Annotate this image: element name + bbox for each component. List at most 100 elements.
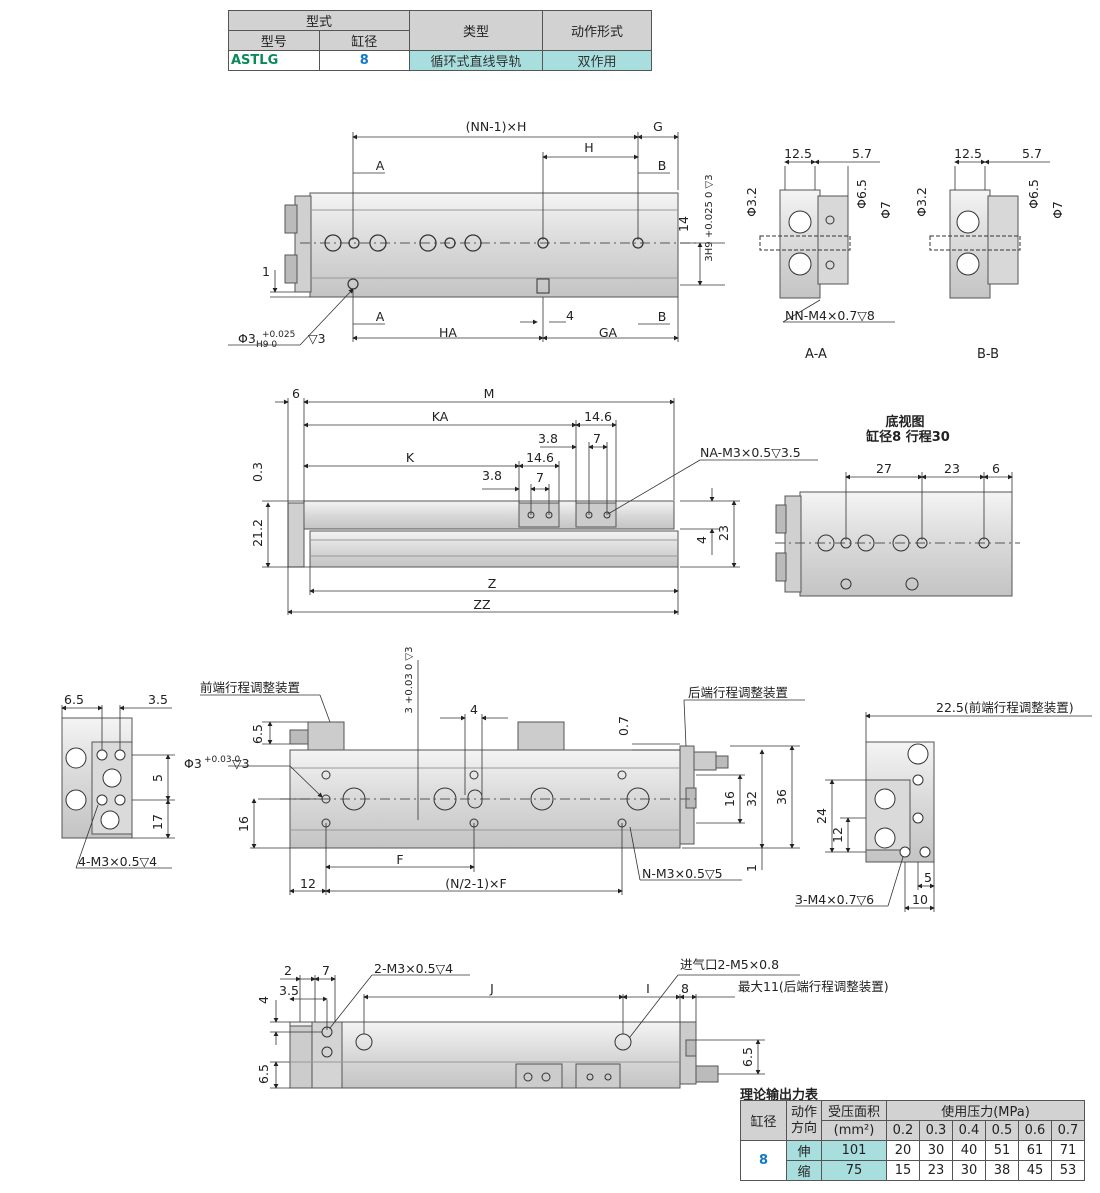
pressure-0-7: 0.7 [1051, 1120, 1085, 1141]
dim-3-5-left: 3.5 [148, 692, 168, 707]
note-4-m3: 4-M3×0.5▽4 [78, 854, 157, 869]
dim-12-right: 12 [830, 827, 845, 843]
section-mark-a-bottom: A [376, 309, 385, 324]
output-force-table: 缸径 动作方向 受压面积 使用压力(MPa) (mm²) 0.2 0.3 0.4… [740, 1100, 1085, 1181]
out-header-area: 受压面积 [821, 1100, 887, 1121]
spec-type: 循环式直线导轨 [409, 50, 543, 71]
dim-6-bottom: 6 [992, 461, 1000, 476]
dim-23-bottom: 23 [944, 461, 960, 476]
dim-7-upper: 7 [593, 431, 601, 446]
port-hole [324, 234, 342, 252]
dim-23-side: 23 [716, 525, 731, 541]
force-value: 30 [952, 1160, 986, 1181]
dim-phi7-a: Φ7 [878, 201, 893, 219]
section-mark-b-bottom: B [658, 309, 667, 324]
dim-14: 14 [676, 216, 691, 232]
section-mark-a: A [376, 158, 385, 173]
dim-i: I [646, 981, 650, 996]
dim-vertical-3: 3 +0.03 0 ▽3 [404, 647, 415, 714]
section-a-a: 12.5 5.7 Φ3.2 Φ6.5 Φ7 NN-M4×0.7▽8 A-A [744, 146, 895, 362]
bottom-view-subtitle: 缸径8 行程30 [865, 429, 950, 445]
note-n-m3: N-M3×0.5▽5 [642, 866, 723, 881]
dir-retract: 缩 [786, 1160, 822, 1181]
note-max11: 最大11(后端行程调整装置) [738, 979, 889, 994]
dim-3-5-lower: 3.5 [279, 983, 299, 998]
table-row: 缩 75 15 23 30 38 45 53 [741, 1160, 1085, 1181]
force-value: 71 [1051, 1140, 1085, 1161]
out-header-dir: 动作方向 [786, 1100, 822, 1141]
port-hole [369, 234, 387, 252]
dim-phi3-2-b: Φ3.2 [914, 187, 929, 217]
dir-extend: 伸 [786, 1140, 822, 1161]
top-view-body [309, 192, 679, 298]
note-2-m3: 2-M3×0.5▽4 [374, 961, 453, 976]
force-value: 23 [919, 1160, 953, 1181]
spec-action: 双作用 [542, 50, 652, 71]
force-value: 61 [1018, 1140, 1052, 1161]
dim-3-8-upper: 3.8 [538, 431, 558, 446]
dim-6-5-lower-left: 6.5 [256, 1064, 271, 1084]
spec-table: 型式 类型 动作形式 型号 缸径 ASTLG 8 循环式直线导轨 双作用 [228, 10, 652, 71]
top-view: (NN-1)×H G H A B A B HA GA 4 1 Φ3 +0.025… [228, 119, 725, 350]
label-rear-adjuster: 后端行程调整装置 [688, 685, 788, 700]
dim-10: 10 [912, 892, 928, 907]
dim-21-2: 21.2 [250, 519, 265, 547]
dim-phi7-b: Φ7 [1050, 201, 1065, 219]
port-hole [464, 234, 482, 252]
spec-header-action: 动作形式 [542, 10, 652, 51]
dim-4-side: 4 [694, 536, 709, 544]
dim-14-6-upper: 14.6 [584, 409, 612, 424]
section-mark-b: B [658, 158, 667, 173]
label-front-adjuster: 前端行程调整装置 [200, 680, 300, 695]
dim-phi3-depth: ▽3 [308, 331, 326, 346]
spec-header-bore: 缸径 [318, 30, 410, 51]
front-view: 前端行程调整装置 后端行程调整装置 Φ3 +0.03 0 ▽3 3 +0.03 … [184, 647, 805, 895]
mount-hole [348, 237, 360, 249]
out-header-area-unit: (mm²) [821, 1120, 887, 1141]
dim-22-5: 22.5(前端行程调整装置) [936, 700, 1074, 715]
spec-header-model: 型号 [228, 30, 320, 51]
bottom-view: 底视图 缸径8 行程30 27 23 6 [775, 414, 1020, 597]
dim-12-5-b: 12.5 [954, 146, 982, 161]
end-view-right: 22.5(前端行程调整装置) 24 12 5 10 3-M4×0.7▽6 [795, 700, 1092, 912]
note-na-m3: NA-M3×0.5▽3.5 [700, 445, 801, 460]
dim-6-5-lower-right: 6.5 [740, 1047, 755, 1067]
note-nn-m4: NN-M4×0.7▽8 [785, 308, 875, 323]
dim-phi3-2-a: Φ3.2 [744, 187, 759, 217]
section-b-b: 12.5 5.7 Φ3.2 Φ6.5 Φ7 B-B [914, 146, 1065, 362]
force-value: 15 [886, 1160, 920, 1181]
dim-5-right: 5 [924, 870, 932, 885]
pressure-0-6: 0.6 [1018, 1120, 1052, 1141]
force-value: 30 [919, 1140, 953, 1161]
dim-g: G [653, 119, 663, 134]
dim-32: 32 [744, 791, 759, 807]
dim-2: 2 [284, 963, 292, 978]
dim-phi6-5-a: Φ6.5 [854, 179, 869, 209]
force-value: 51 [985, 1140, 1019, 1161]
dim-5-7-b: 5.7 [1022, 146, 1042, 161]
dim-4-lower: 4 [256, 996, 271, 1004]
note-inlet: 进气口2-M5×0.8 [680, 957, 779, 972]
dim-ga: GA [599, 325, 618, 340]
dim-7-lower-view: 7 [322, 963, 330, 978]
dim-3-8-lower: 3.8 [482, 468, 502, 483]
dim-f: F [396, 852, 403, 867]
dim-1-front: 1 [744, 864, 759, 872]
dim-nn1h: (NN-1)×H [466, 119, 527, 134]
dim-0-3: 0.3 [250, 462, 265, 482]
bottom-view-title: 底视图 [885, 414, 924, 430]
dim-j: J [489, 981, 494, 996]
dim-0-7: 0.7 [616, 716, 631, 736]
dim-8: 8 [681, 981, 689, 996]
output-table-title: 理论输出力表 [740, 1088, 819, 1103]
dim-ha: HA [439, 325, 457, 340]
force-value: 45 [1018, 1160, 1052, 1181]
dim-3h9: 3H9 +0.025 0 ▽3 [704, 174, 715, 261]
dim-4-front: 4 [470, 702, 478, 717]
dim-6-5-left: 6.5 [64, 692, 84, 707]
dim-phi6-5-b: Φ6.5 [1026, 179, 1041, 209]
dim-36: 36 [774, 789, 789, 805]
lower-view: 2 7 2-M3×0.5▽4 进气口2-M5×0.8 3.5 J I 8 最大1… [256, 957, 889, 1089]
mount-hole [444, 237, 456, 249]
